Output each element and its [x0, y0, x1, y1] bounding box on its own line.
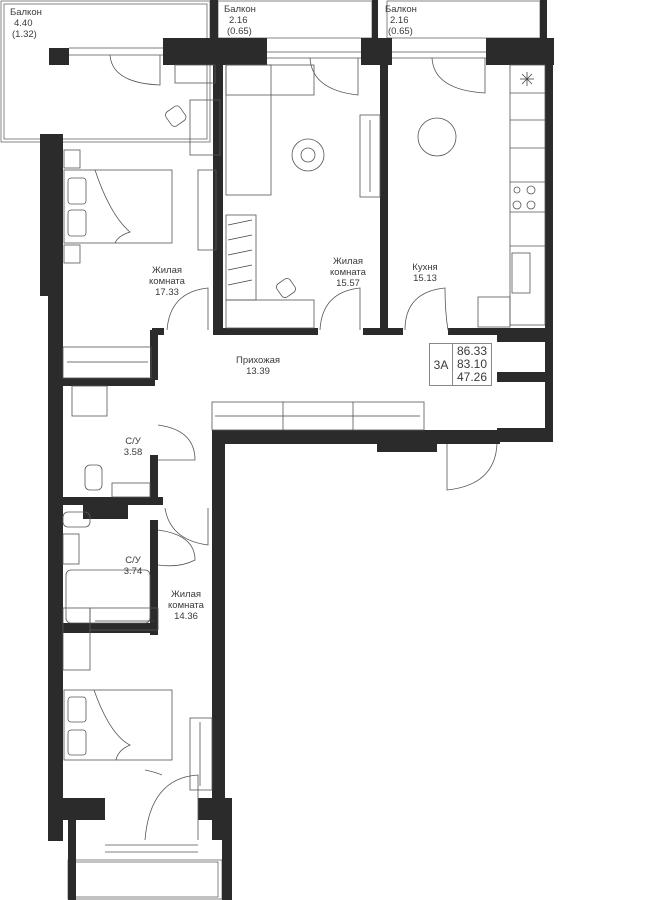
balcony-left-label: Балкон 4.40 (1.32)	[10, 7, 42, 40]
apartment-areas: 86.33 83.10 47.26	[453, 344, 491, 385]
toilet-icon	[84, 464, 103, 491]
room-area: 17.33	[155, 287, 179, 298]
balcony-middle-label: Балкон 2.16 (0.65)	[224, 4, 256, 37]
toilet-icon	[62, 511, 91, 528]
room-area: 15.57	[336, 278, 360, 289]
sink-icon	[111, 482, 151, 498]
room-name: Прихожая	[235, 355, 281, 366]
room-name: Кухня	[412, 262, 438, 273]
room-name: С/У	[125, 555, 141, 566]
room-label-bathroom-1: С/У 3.58	[124, 436, 143, 458]
room-area: 13.39	[246, 366, 270, 377]
total-area: 86.33	[456, 344, 488, 358]
bed-icon	[63, 169, 173, 244]
room-name: Жилая	[151, 265, 183, 276]
bed-icon	[63, 689, 173, 761]
wardrobe-icon	[62, 346, 152, 379]
balconies-outline	[0, 0, 541, 900]
room-name: комната	[330, 267, 366, 278]
hanger-marks	[67, 219, 420, 622]
desk-icon	[189, 99, 221, 156]
room-area: 15.13	[413, 273, 437, 284]
room-label-living-3: Жилая комната 14.36	[168, 589, 204, 622]
apartment-info-badge: 3A 86.33 83.10 47.26	[429, 343, 492, 386]
room-label-hall: Прихожая 13.39	[236, 355, 280, 377]
balcony-reduced-area: (0.65)	[227, 26, 252, 37]
balcony-name: Балкон	[385, 4, 417, 15]
balcony-right-label: Балкон 2.16 (0.65)	[385, 4, 417, 37]
walls	[40, 0, 554, 900]
balcony-area: 2.16	[229, 15, 248, 26]
balcony-area: 2.16	[390, 15, 409, 26]
rug-icon	[291, 138, 325, 172]
balcony-reduced-area: (0.65)	[388, 26, 413, 37]
room-area: 14.36	[174, 611, 198, 622]
balcony-area: 4.40	[14, 18, 33, 29]
room-area: 3.58	[123, 447, 143, 458]
balcony-reduced-area: (1.32)	[12, 29, 37, 40]
apartment-type: 3A	[430, 344, 453, 385]
living-area: 47.26	[456, 370, 488, 384]
balcony-name: Балкон	[224, 4, 256, 15]
room-area: 3.74	[123, 566, 143, 577]
fridge-icon	[520, 72, 534, 86]
balcony-bottom-outline	[67, 859, 223, 900]
shower-icon	[71, 385, 108, 417]
sofa-icon	[225, 64, 315, 96]
room-name: С/У	[125, 436, 141, 447]
wardrobe-icon	[225, 214, 257, 301]
bathtub-icon	[65, 569, 151, 624]
door-arc	[109, 54, 161, 86]
room-label-bathroom-2: С/У 3.74	[124, 555, 143, 577]
balcony-name: Балкон	[10, 7, 42, 18]
room-label-kitchen: Кухня 15.13	[412, 262, 437, 284]
bookshelf-icon	[174, 64, 216, 84]
reduced-area: 83.10	[456, 357, 488, 371]
room-name: комната	[168, 600, 204, 611]
kitchen-counter-icon	[509, 64, 546, 326]
furniture	[62, 64, 546, 791]
dining-table-icon	[417, 117, 457, 157]
room-name: Жилая	[332, 256, 364, 267]
desk-icon	[225, 299, 315, 329]
room-name: комната	[149, 276, 185, 287]
room-name: Жилая	[170, 589, 202, 600]
doors-and-windows	[69, 47, 498, 853]
hall-wardrobe-icon	[211, 401, 425, 431]
sink-icon	[62, 533, 80, 565]
room-label-living-1: Жилая комната 17.33	[149, 265, 185, 298]
room-label-living-2: Жилая комната 15.57	[330, 256, 366, 289]
balcony-left-outline	[0, 0, 211, 143]
